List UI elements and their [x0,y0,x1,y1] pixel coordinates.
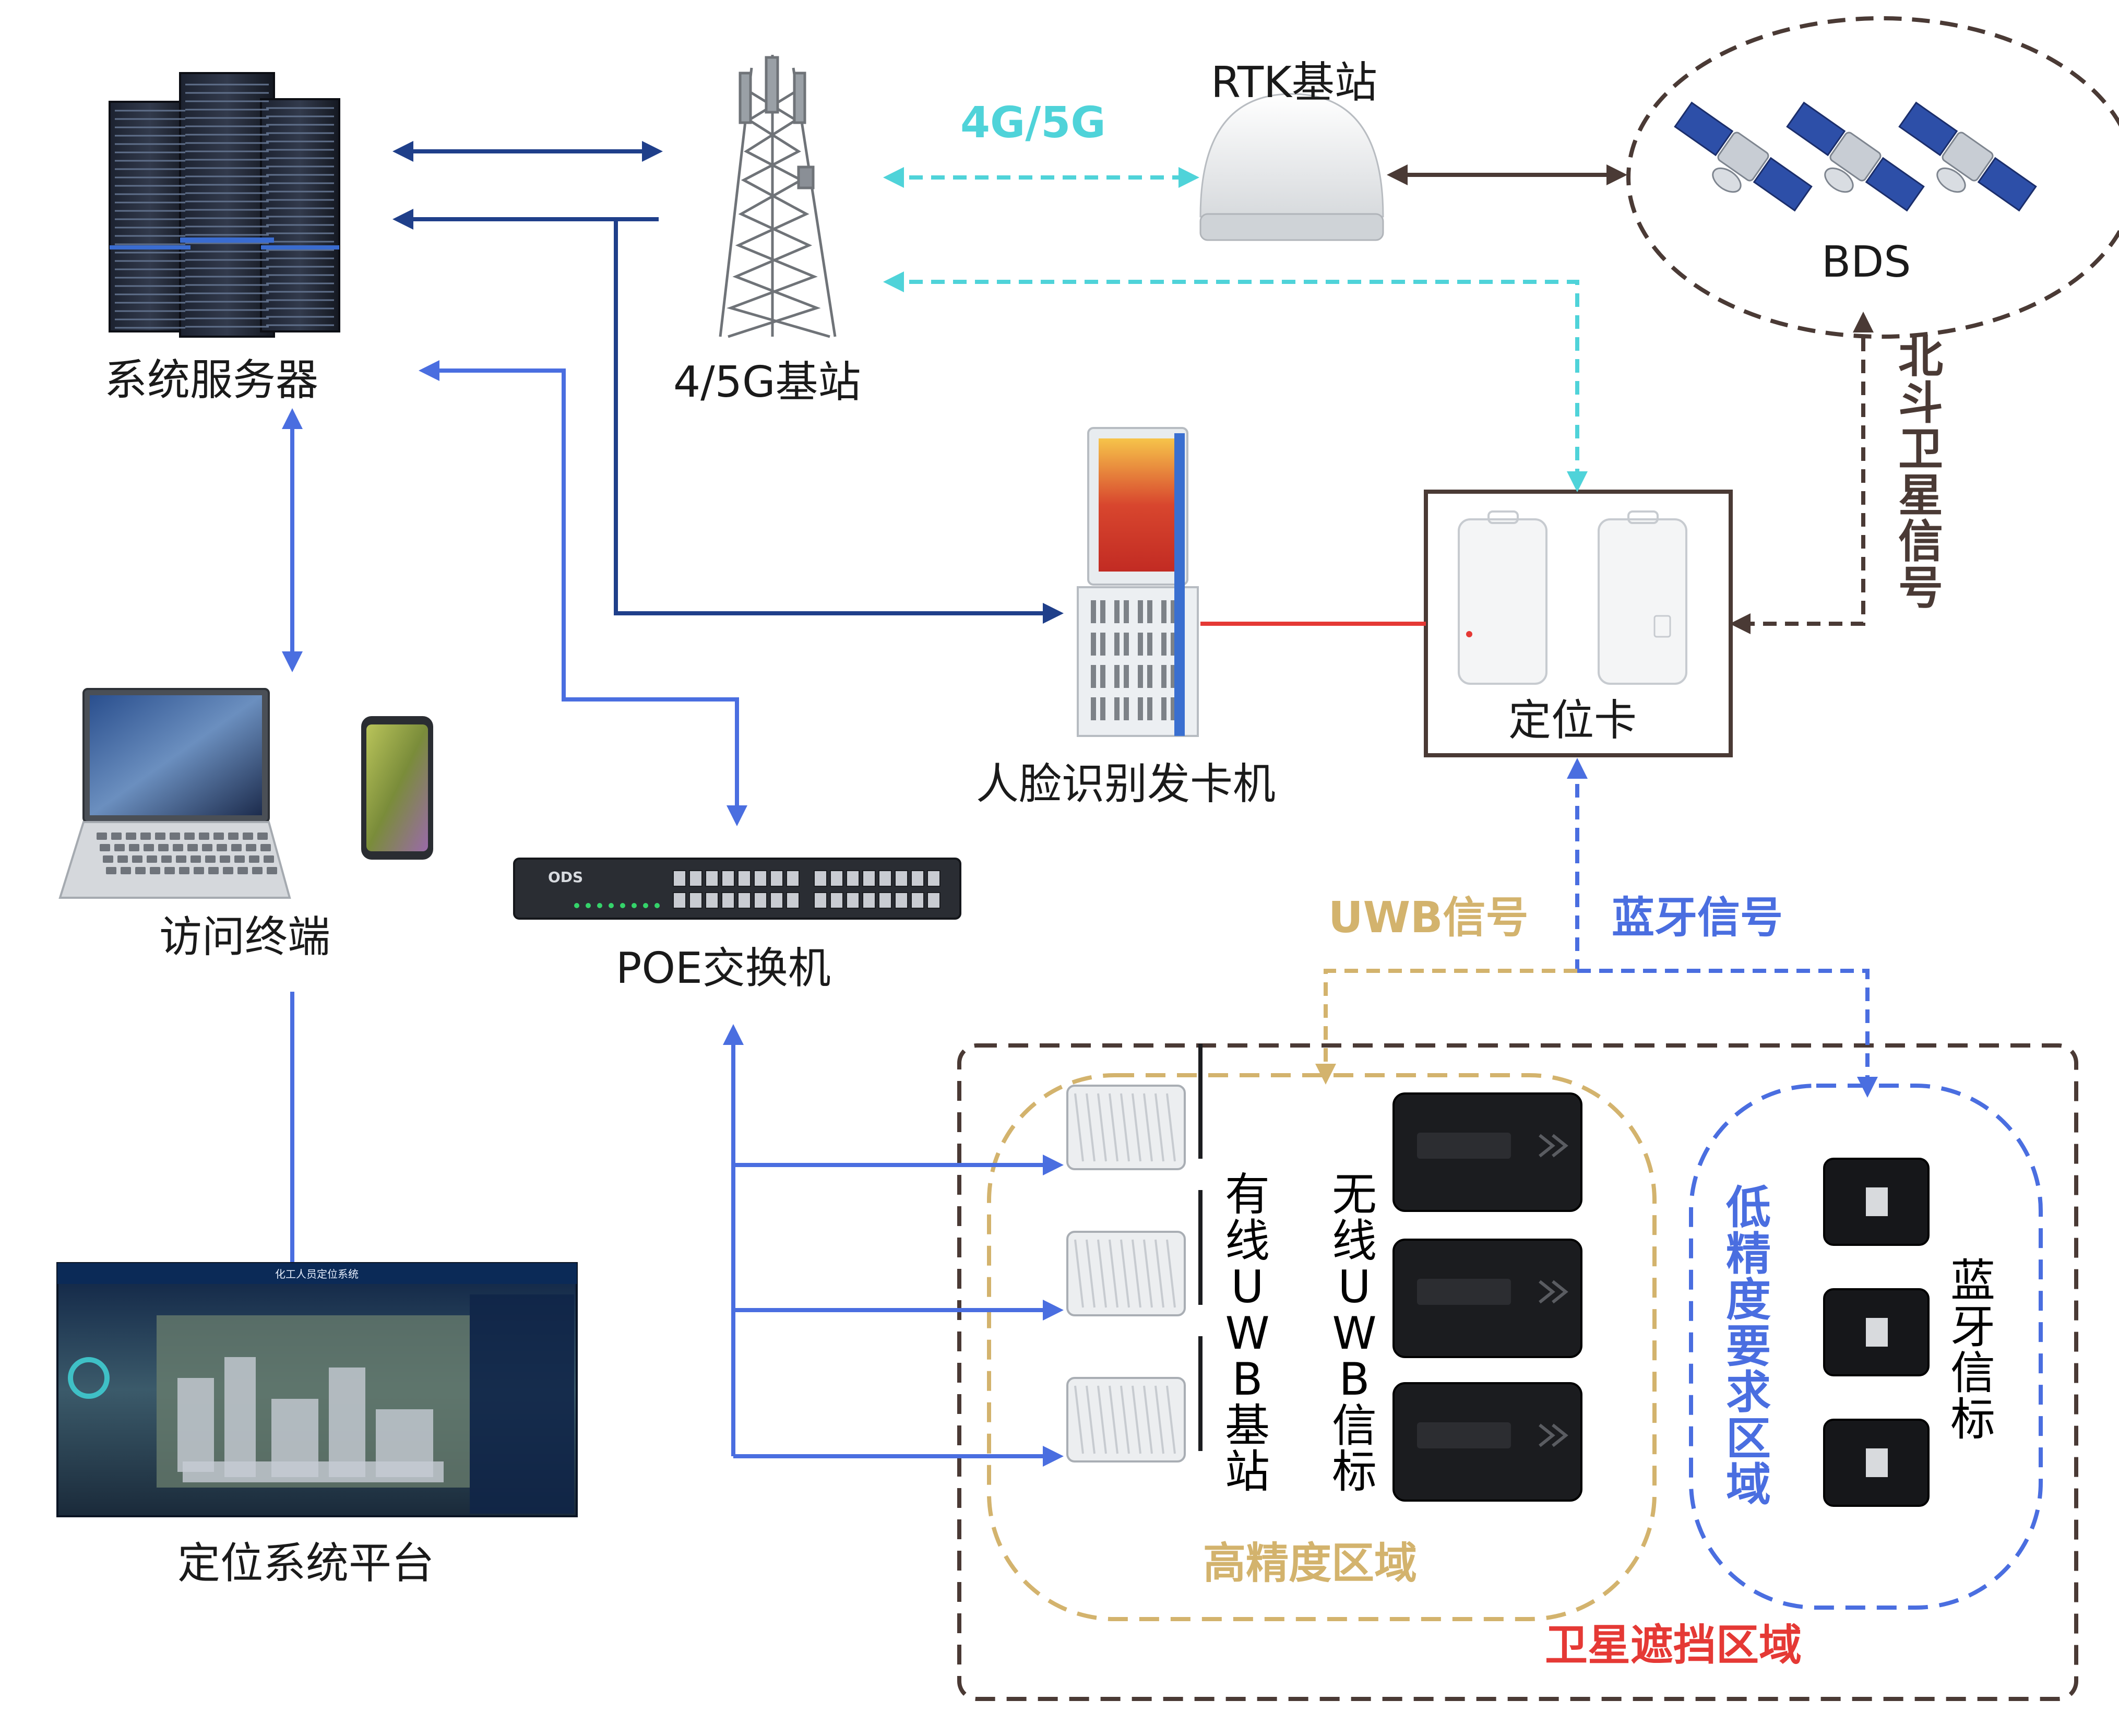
rtk-dome-icon [1199,93,1384,241]
link-tower-card [883,271,1588,492]
link-bt-signal [1577,969,1878,1098]
server-label: 系统服务器 [104,355,319,405]
terminal-label: 访问终端 [159,912,331,962]
platform-title-text: 化工人员定位系统 [275,1268,359,1280]
satellite-icons [1674,101,2037,212]
location-card-icons [1458,510,1687,685]
wireless-uwb-beacon-icons [1392,1092,1582,1502]
link-server-poe [419,360,747,826]
rtk-label: RTK基站 [1211,58,1377,108]
kiosk-icon [1077,427,1199,737]
satellite-icon [1898,101,2037,212]
bds-ellipse [1626,16,2119,339]
wireless-uwb-beacon-icon [1392,1239,1582,1358]
bluetooth-beacon-icon [1823,1419,1930,1507]
cell-tower-icon [719,55,837,338]
wireless-uwb-beacon-icon [1392,1092,1582,1212]
server-icon [109,72,340,338]
kiosk-label: 人脸识别发卡机 [976,759,1276,809]
bt-beacon-label: 蓝牙信标 [1950,1255,1995,1446]
uwb-base-station-icon [1066,1190,1203,1316]
connectors [282,141,1878,1467]
link-tower-kiosk [614,217,1060,615]
laptop-icon [58,688,291,899]
platform-screen-icon: 化工人员定位系统 [56,1262,578,1517]
shielded-region [957,1043,2078,1701]
link-uwb-signal [1315,969,1577,1085]
high-precision-label: 高精度区域 [1203,1539,1418,1588]
wireless-uwb-beacon-icon [1392,1382,1582,1502]
card-label: 定位卡 [1508,696,1637,745]
satellite-icon [1674,101,1813,212]
tower-label: 4/5G基站 [673,358,861,407]
poe-label: POE交换机 [616,944,831,993]
poe-switch-icon: ODS [513,858,961,920]
bluetooth-beacon-icon [1823,1288,1930,1376]
phone-icon [361,716,433,860]
link-bds-card [1730,312,1874,634]
wireless-uwb-label: 无线UWB信标 [1332,1169,1377,1499]
net-4g5g-label: 4G/5G [960,98,1106,148]
satellite-icon [1786,101,1925,212]
beidou-signal-label: 北斗卫星信号 [1898,331,1943,614]
low-precision-label: 低精度要求区域 [1726,1182,1771,1512]
shielded-region-label: 卫星遮挡区域 [1545,1621,1802,1670]
switch-brand-text: ODS [548,869,583,886]
bluetooth-beacon-icon [1823,1158,1930,1246]
bluetooth-beacon-icons [1823,1158,1930,1507]
uwb-base-station-icons [1066,1044,1203,1462]
bt-signal-label: 蓝牙信号 [1612,893,1783,943]
uwb-base-station-icon [1066,1336,1203,1462]
uwb-signal-label: UWB信号 [1328,893,1529,943]
platform-label: 定位系统平台 [177,1539,435,1588]
bds-label: BDS [1822,237,1911,287]
wired-uwb-label: 有线UWB基站 [1225,1169,1270,1499]
uwb-base-station-icon [1066,1044,1203,1170]
